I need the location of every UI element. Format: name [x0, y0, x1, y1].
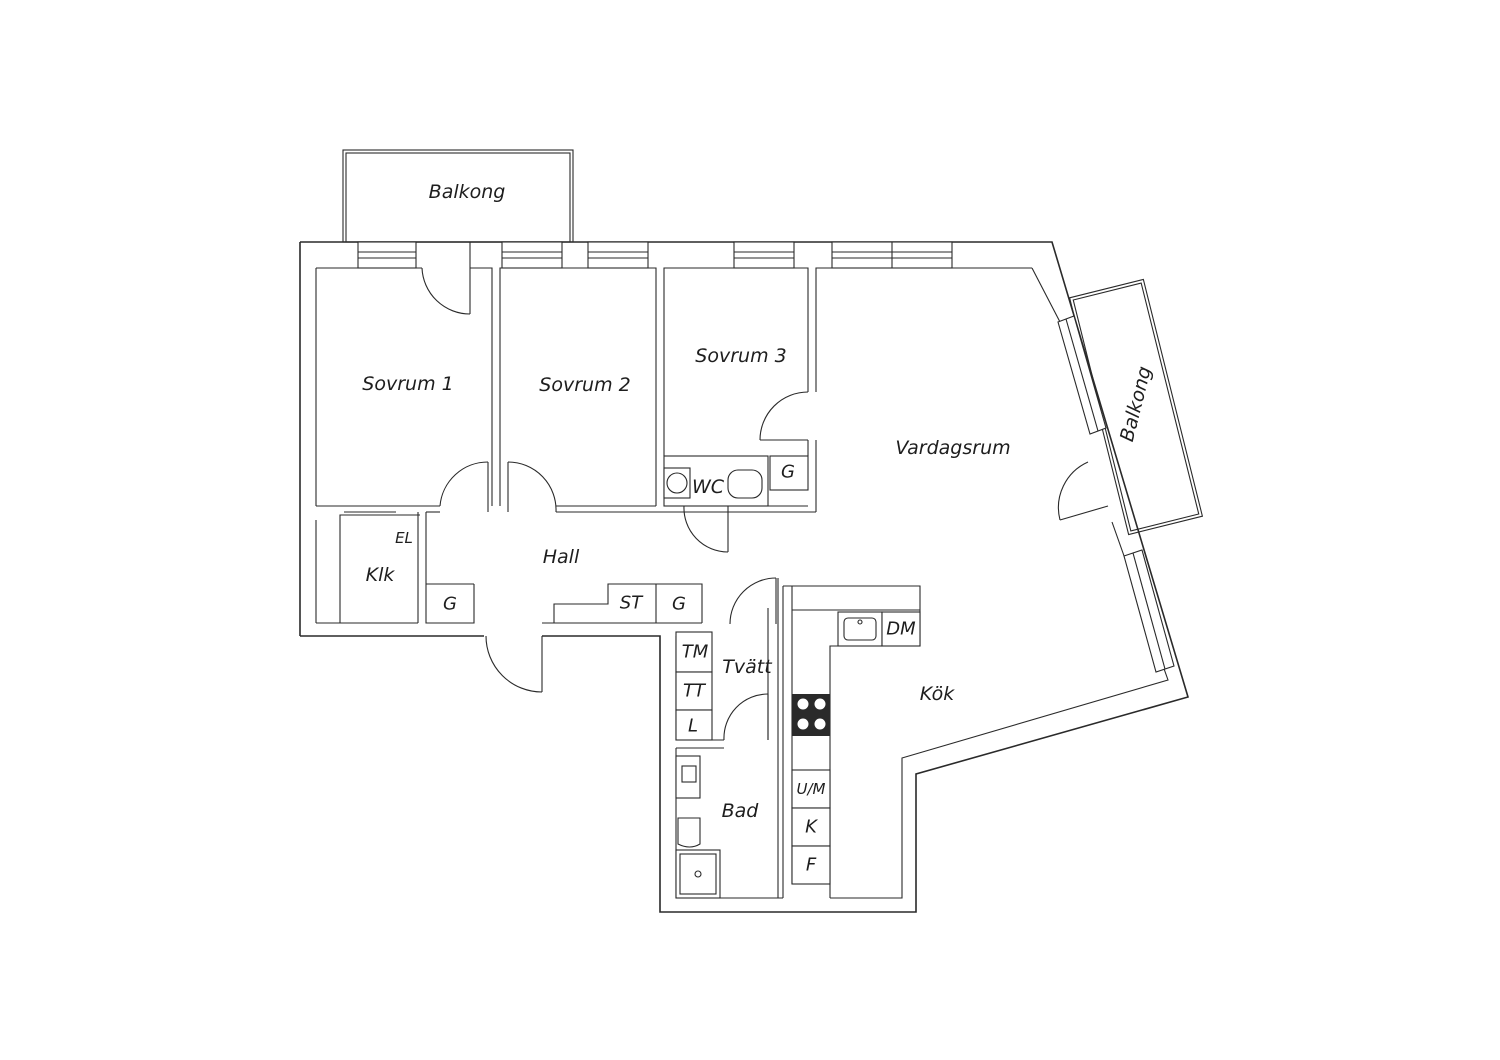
label-sovrum-1: Sovrum 1: [362, 373, 453, 395]
doors: [344, 242, 1109, 741]
label-f: F: [806, 855, 817, 876]
label-tm: TM: [682, 642, 709, 663]
label-klk: Klk: [366, 564, 396, 586]
label-dm: DM: [886, 619, 916, 640]
label-l: L: [688, 716, 698, 737]
label-g-wc: G: [781, 462, 795, 483]
interior-walls: [316, 267, 1032, 898]
windows: [357, 241, 1175, 673]
label-g-hall: G: [443, 594, 457, 615]
label-balkong-side: Balkong: [1116, 364, 1156, 444]
label-vardagsrum: Vardagsrum: [895, 437, 1010, 459]
label-tvatt: Tvätt: [722, 656, 773, 678]
label-k: K: [805, 817, 818, 838]
label-tt: TT: [683, 681, 707, 702]
label-el: EL: [395, 529, 413, 547]
label-st: ST: [620, 593, 644, 614]
label-um: U/M: [797, 780, 826, 798]
label-sovrum-2: Sovrum 2: [539, 374, 630, 396]
label-g-hall-2: G: [672, 594, 686, 615]
label-wc: WC: [692, 476, 725, 498]
label-kok: Kök: [920, 683, 955, 705]
stove: [792, 694, 830, 736]
label-hall: Hall: [543, 546, 580, 568]
fixture-labels: EL G G ST G DM TM TT L U/M K F: [395, 462, 916, 876]
label-balkong-top: Balkong: [429, 181, 506, 203]
fixtures: [663, 467, 921, 899]
label-bad: Bad: [722, 800, 760, 822]
label-sovrum-3: Sovrum 3: [695, 345, 786, 367]
